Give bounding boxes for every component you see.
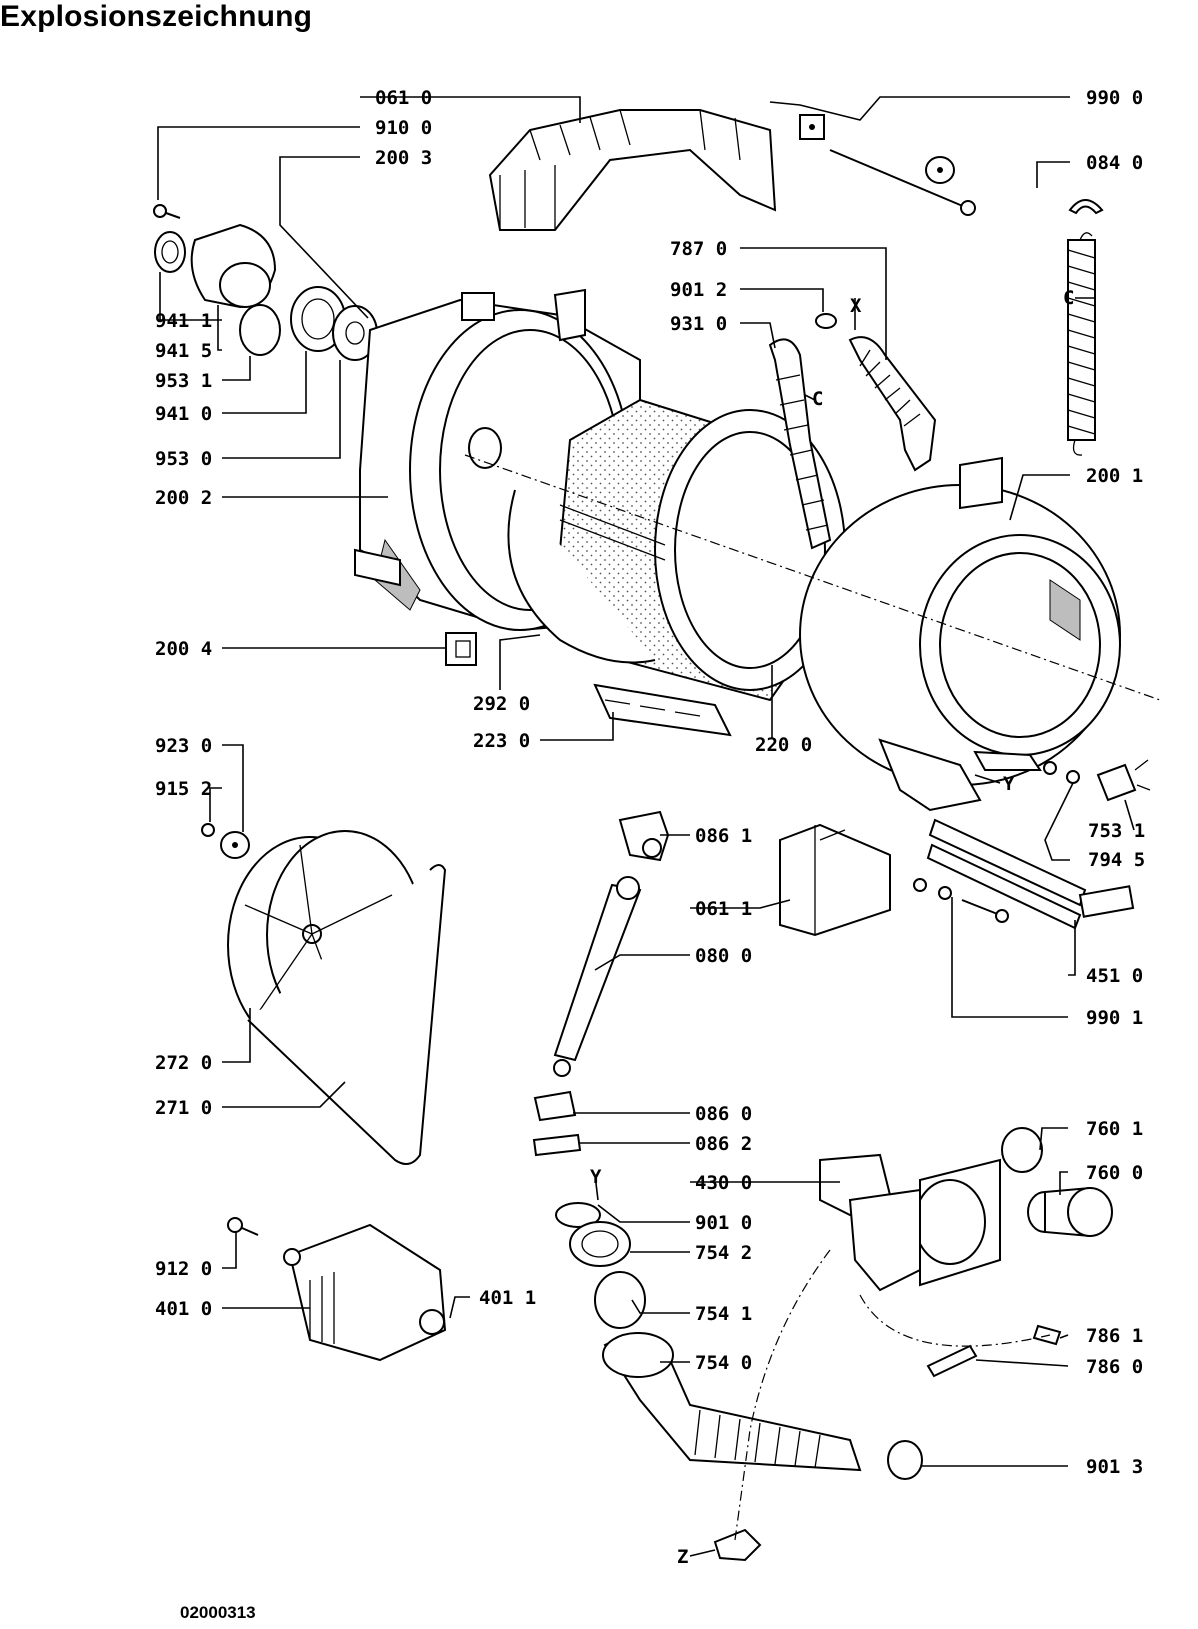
label-080-0: 080 0	[695, 945, 752, 967]
label-061-1: 061 1	[695, 898, 752, 920]
shock-absorber-part	[553, 876, 642, 1077]
label-200-1: 200 1	[1086, 465, 1143, 487]
label-401-0: 401 0	[155, 1298, 212, 1320]
label-923-0: 923 0	[155, 735, 212, 757]
pressure-hose-part	[815, 313, 937, 472]
shock-mount-part	[618, 810, 670, 862]
label-953-1: 953 1	[155, 370, 212, 392]
marker-c-spring: C	[1063, 287, 1074, 309]
sump-hose-part	[555, 1202, 862, 1562]
label-941-0: 941 0	[155, 403, 212, 425]
front-tub-part	[799, 456, 1121, 812]
label-086-2: 086 2	[695, 1133, 752, 1155]
label-941-1: 941 1	[155, 310, 212, 332]
marker-y-tub: Y	[1003, 773, 1015, 795]
label-754-2: 754 2	[695, 1242, 752, 1264]
drum-baffle-part	[593, 683, 732, 737]
spring-clip-part	[1068, 199, 1104, 215]
label-200-3: 200 3	[375, 147, 432, 169]
label-430-0: 430 0	[695, 1172, 752, 1194]
counterweight-fixing-set-part	[799, 114, 976, 216]
page-title: Explosionszeichnung	[0, 0, 313, 33]
marker-z: Z	[677, 1546, 688, 1568]
label-915-2: 915 2	[155, 778, 212, 800]
temperature-sensor-part	[1066, 759, 1151, 802]
label-061-0: 061 0	[375, 87, 432, 109]
label-200-4: 200 4	[155, 638, 212, 660]
label-223-0: 223 0	[473, 730, 530, 752]
tub-bracket-part	[445, 632, 477, 666]
label-901-3: 901 3	[1086, 1456, 1143, 1478]
label-794-5: 794 5	[1088, 849, 1145, 871]
drain-route-line	[734, 1249, 1051, 1541]
label-086-0: 086 0	[695, 1103, 752, 1125]
label-401-1: 401 1	[479, 1287, 536, 1309]
top-counterweight-part	[488, 109, 777, 231]
label-271-0: 271 0	[155, 1097, 212, 1119]
label-451-0: 451 0	[1086, 965, 1143, 987]
front-counterweight-part	[779, 823, 891, 937]
marker-x: X	[850, 295, 862, 317]
label-754-0: 754 0	[695, 1352, 752, 1374]
label-086-1: 086 1	[695, 825, 752, 847]
label-786-1: 786 1	[1086, 1325, 1143, 1347]
heating-element-part	[926, 818, 1135, 930]
drain-pump-part	[819, 1153, 1001, 1292]
label-084-0: 084 0	[1086, 152, 1143, 174]
suspension-spring-part	[1067, 232, 1096, 456]
label-272-0: 272 0	[155, 1052, 212, 1074]
drum-axis-line	[464, 454, 1161, 701]
label-754-1: 754 1	[695, 1303, 752, 1325]
label-901-2: 901 2	[670, 279, 727, 301]
document-number: 02000313	[180, 1603, 256, 1622]
motor-part	[227, 1217, 447, 1362]
label-787-0: 787 0	[670, 238, 727, 260]
tub-seal-part	[507, 489, 656, 664]
leader-lines	[157, 96, 1135, 1557]
part-labels: 061 0 910 0 200 3 990 0 084 0 787 0 901 …	[155, 87, 1145, 1568]
fixing-screws-part	[913, 878, 1009, 923]
marker-c-hose: C	[812, 388, 823, 410]
label-200-2: 200 2	[155, 487, 212, 509]
label-990-1: 990 1	[1086, 1007, 1143, 1029]
label-760-0: 760 0	[1086, 1162, 1143, 1184]
label-910-0: 910 0	[375, 117, 432, 139]
tub-vent-hose-part	[768, 338, 832, 550]
label-990-0: 990 0	[1086, 87, 1143, 109]
marker-y-sump: Y	[590, 1166, 602, 1188]
pump-connector-parts	[926, 1324, 1062, 1378]
drive-belt-part	[247, 864, 447, 1165]
label-753-1: 753 1	[1088, 820, 1145, 842]
label-760-1: 760 1	[1086, 1118, 1143, 1140]
bearing-assembly-part	[154, 223, 378, 361]
hose-clamp-part	[887, 1440, 923, 1480]
pulley-washer-part	[201, 823, 250, 859]
label-786-0: 786 0	[1086, 1356, 1143, 1378]
label-912-0: 912 0	[155, 1258, 212, 1280]
label-941-5: 941 5	[155, 340, 212, 362]
screw-part	[153, 204, 181, 219]
label-901-0: 901 0	[695, 1212, 752, 1234]
absorber-clip-parts	[532, 1090, 582, 1157]
label-220-0: 220 0	[755, 734, 812, 756]
label-292-0: 292 0	[473, 693, 530, 715]
pump-filter-part	[1001, 1127, 1113, 1238]
label-931-0: 931 0	[670, 313, 727, 335]
label-953-0: 953 0	[155, 448, 212, 470]
